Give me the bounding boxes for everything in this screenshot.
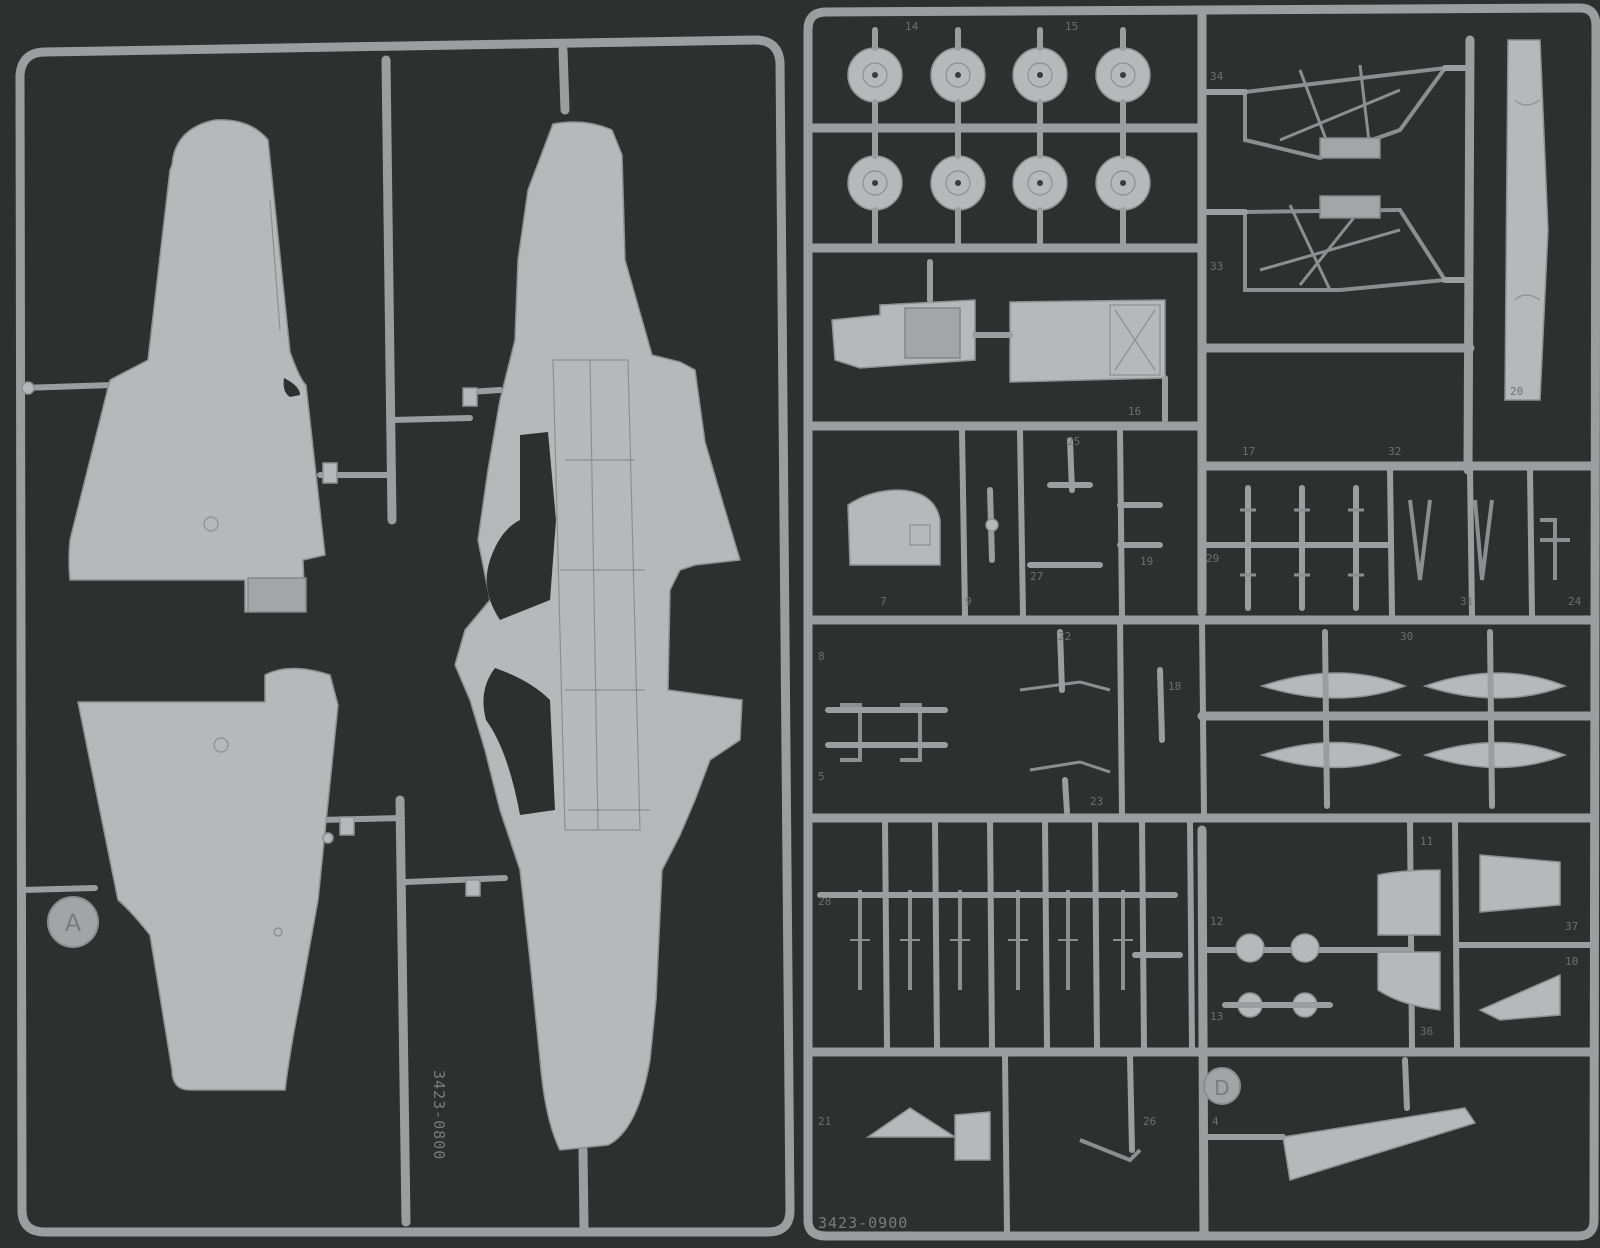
- part-number: 36: [1420, 1025, 1433, 1038]
- part-number: 27: [1030, 570, 1043, 583]
- part-number: 8: [818, 650, 825, 663]
- part-number: 14: [905, 20, 919, 33]
- part-number: 22: [1058, 630, 1071, 643]
- part-number: 13: [1210, 1010, 1223, 1023]
- frame-a-code: 3423-0800: [430, 1070, 448, 1160]
- part-number: 17: [1242, 445, 1255, 458]
- part-number: 25: [1067, 435, 1080, 448]
- lower-wing-center: [454, 121, 743, 1151]
- part-number: 9: [965, 595, 972, 608]
- part-number: 7: [880, 595, 887, 608]
- lower-wing-left: [77, 667, 339, 1091]
- part-number: 11: [1420, 835, 1433, 848]
- gunsight-frame: [865, 1107, 958, 1138]
- drop-tanks: [1259, 629, 1568, 809]
- part-number-tabs: 14 15 34 33 20 16 17 32 25 7 9 27 19 29 …: [818, 20, 1582, 1128]
- antenna-strip: [1282, 1107, 1477, 1181]
- part-number: 24: [1568, 595, 1582, 608]
- part-number: 15: [1065, 20, 1078, 33]
- wheels: [847, 27, 1151, 248]
- part-number: 31: [1460, 595, 1473, 608]
- cockpit-floor: [831, 259, 1168, 423]
- part-number: 30: [1400, 630, 1413, 643]
- frame-a-letter: A: [65, 909, 82, 937]
- machine-guns: [817, 890, 1183, 990]
- part-number: 23: [1090, 795, 1103, 808]
- sprue-frame-a: A 3423-0800: [15, 35, 795, 1237]
- part-number: 33: [1210, 260, 1223, 273]
- part-number: 20: [1510, 385, 1523, 398]
- part-number: 29: [1206, 552, 1219, 565]
- frame-d-letter-disc: D: [1203, 1067, 1241, 1105]
- canopy-rail: [1504, 39, 1549, 401]
- undercarriage-legs: [825, 629, 1165, 815]
- frame-a-letter-disc: A: [47, 896, 99, 948]
- part-number: 26: [1143, 1115, 1156, 1128]
- sprue-frame-d: D 3423-0900 14 15 34 33 20 16 17 32 25 7…: [803, 3, 1600, 1241]
- part-number: 16: [1128, 405, 1141, 418]
- landing-struts: [1240, 485, 1570, 611]
- part-number: 18: [1168, 680, 1181, 693]
- part-number: 32: [1388, 445, 1401, 458]
- part-number: 37: [1565, 920, 1578, 933]
- instrument-panel: [847, 489, 941, 566]
- cockpit-side-frames: [1199, 64, 1473, 292]
- upper-wing-left: [68, 119, 326, 613]
- frame-d-code: 3423-0900: [818, 1214, 908, 1232]
- part-number: 34: [1210, 70, 1224, 83]
- part-number: 5: [818, 770, 825, 783]
- part-number: 12: [1210, 915, 1223, 928]
- part-number: 4: [1212, 1115, 1219, 1128]
- part-number: 10: [1565, 955, 1578, 968]
- gear-doors: [1377, 869, 1441, 936]
- part-number: 19: [1140, 555, 1153, 568]
- part-number: 21: [818, 1115, 831, 1128]
- part-number: 28: [818, 895, 831, 908]
- frame-d-letter: D: [1214, 1076, 1229, 1100]
